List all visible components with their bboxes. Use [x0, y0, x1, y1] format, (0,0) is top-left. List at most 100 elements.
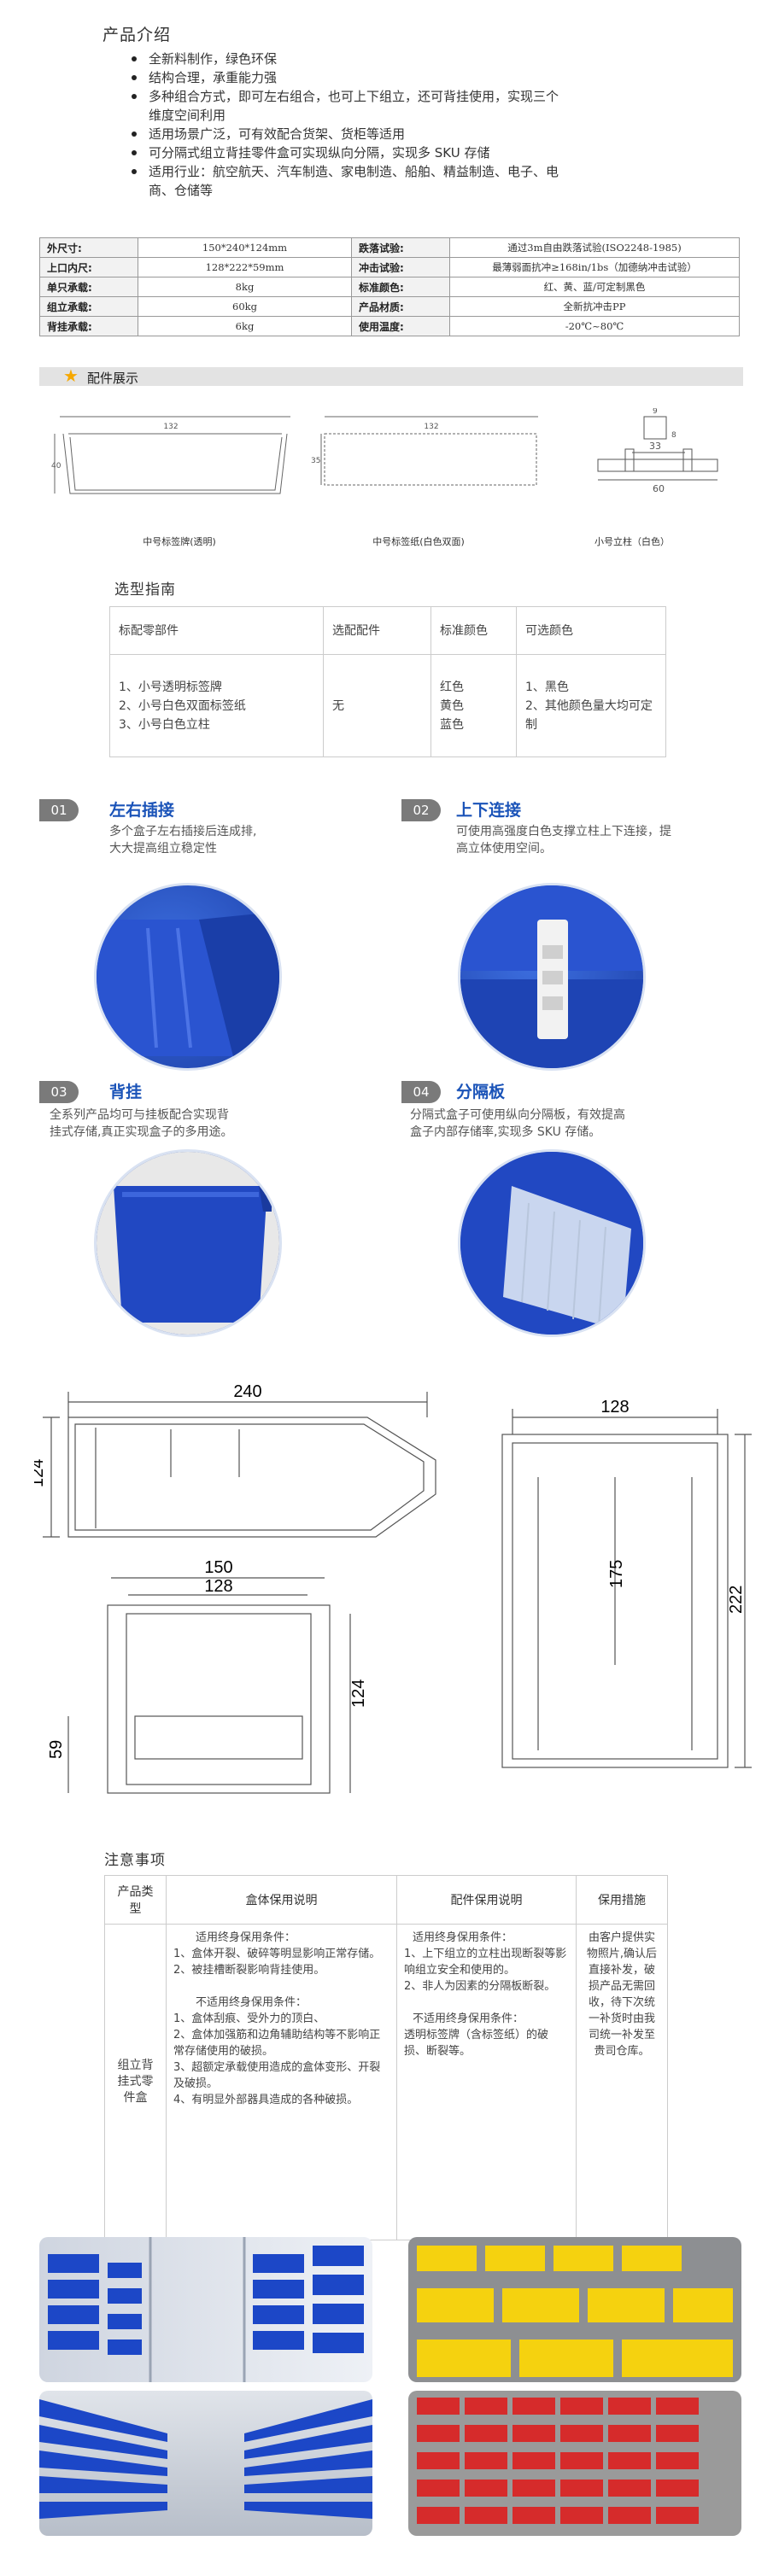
accessory-warranty-cell: 适用终身保用条件： 1、上下组立的立柱出现断裂等影响组立安全和使用的。 2、非人…	[396, 1924, 577, 2240]
front-lip-dim: 59	[47, 1740, 66, 1759]
warranty-line: 1、盒体刮痕、受外力的顶白、	[173, 2012, 325, 2025]
selection-cell: 红色 黄色 蓝色	[430, 654, 517, 757]
spec-row: 上口内尺: 128*222*59mm 冲击试验: 最薄弱面抗冲≥168in/1b…	[39, 257, 740, 277]
intro-bullet: 适用场景广泛，可有效配合货架、货柜等适用	[128, 125, 743, 143]
selection-header: 选配配件	[323, 606, 431, 655]
blue-bins-rack-photo	[48, 2237, 364, 2382]
warranty-line	[404, 1995, 569, 2011]
warranty-line: 不适用终身保用条件：	[196, 1996, 308, 2009]
warranty-line: 适用终身保用条件：	[413, 1931, 513, 1944]
top-inner-dim: 175	[607, 1560, 626, 1588]
notes-header: 配件保用说明	[396, 1875, 577, 1925]
feature-number: 02	[401, 799, 441, 821]
feature-image-divider	[458, 1149, 646, 1337]
feature-image-side-connect	[94, 883, 282, 1071]
feature-desc: 挂式存储,真正实现盒子的多用途。	[50, 1125, 233, 1139]
accessories-band: ★ 配件展示	[39, 365, 743, 386]
feature-desc: 大大提高组立稳定性	[109, 842, 217, 856]
spec-key: 标准颜色:	[351, 277, 450, 297]
selection-cell: 1、小号透明标签牌 2、小号白色双面标签纸 3、小号白色立柱	[109, 654, 324, 757]
warranty-line: 1、盒体开裂、破碎等明显影响正常存储。	[173, 1948, 381, 1960]
spec-value: 全新抗冲击PP	[449, 296, 740, 317]
selection-cell: 无	[323, 654, 431, 757]
feature-title: 上下连接	[456, 801, 522, 820]
spec-row: 背挂承载: 6kg 使用温度: -20℃~80℃	[39, 316, 740, 336]
front-view-drawing	[67, 1577, 351, 1794]
notes-header: 盒体保用说明	[166, 1875, 397, 1925]
intro-bullet: 多种组合方式，即可左右组合，也可上下组立，还可背挂使用，实现三个	[128, 87, 743, 106]
intro-bullet-list: 全新料制作，绿色环保 结构合理，承重能力强 多种组合方式，即可左右组合，也可上下…	[128, 50, 743, 200]
warranty-line: 2、盒体加强筋和边角辅助结构等不影响正常存储使用的破损。	[173, 2029, 381, 2058]
spec-row: 单只承载: 8kg 标准颜色: 红、黄、蓝/可定制黑色	[39, 277, 740, 297]
selection-header: 可选颜色	[516, 606, 666, 655]
spec-key: 单只承载:	[39, 277, 138, 297]
plate-height-dim: 40	[51, 462, 62, 470]
warranty-measures: 由客户提供实物照片,确认后直接补发，破损产品无需回收，待下次统一补货时由我司统一…	[576, 1924, 668, 2240]
feature-desc: 多个盒子左右插接后连成排,	[109, 825, 257, 838]
pillar-bottom-dim: 60	[653, 483, 665, 494]
selection-header-row: 标配零部件 选配配件 标准颜色 可选颜色	[109, 606, 666, 655]
warranty-line	[173, 1978, 390, 1995]
notes-table: 产品类型 盒体保用说明 配件保用说明 保用措施 组立背挂式零件盒 适用终身保用条…	[104, 1875, 668, 2240]
notes-header-row: 产品类型 盒体保用说明 配件保用说明 保用措施	[104, 1875, 668, 1925]
spec-key: 冲击试验:	[351, 257, 450, 277]
feature-number: 04	[401, 1081, 441, 1103]
notes-row: 组立背挂式零件盒 适用终身保用条件： 1、盒体开裂、破碎等明显影响正常存储。 2…	[104, 1924, 668, 2240]
side-height-dim: 124	[34, 1459, 47, 1487]
optional-color: 2、其他颜色量大均可定制	[525, 698, 653, 732]
color-item: 红色	[440, 680, 464, 694]
product-type: 组立背挂式零件盒	[104, 1924, 167, 2240]
yellow-bins-shelf-photo	[417, 2246, 733, 2377]
selection-header: 标准颜色	[430, 606, 517, 655]
selection-row: 1、小号透明标签牌 2、小号白色双面标签纸 3、小号白色立柱 无 红色 黄色 蓝…	[109, 654, 666, 757]
intro-bullet-continued: 维度空间利用	[149, 108, 226, 123]
spec-key: 使用温度:	[351, 316, 450, 336]
warranty-line: 适用终身保用条件：	[196, 1931, 296, 1944]
feature-title: 左右插接	[109, 801, 175, 820]
spec-key: 跌落试验:	[351, 237, 450, 258]
side-length-dim: 240	[233, 1382, 261, 1401]
back-hang-illustration	[97, 1152, 279, 1335]
accessory-drawings: 132 40 132 35 9 33 8 60	[51, 408, 718, 494]
warranty-line: 透明标签牌（含标签纸）的破损、断裂等。	[404, 2029, 549, 2058]
label-plate-drawing	[54, 416, 290, 494]
top-view-drawing	[501, 1409, 752, 1768]
spec-key: 外尺寸:	[39, 237, 138, 258]
spec-value: 60kg	[138, 296, 352, 317]
spec-key: 组立承载:	[39, 296, 138, 317]
selection-cell: 1、黑色 2、其他颜色量大均可定制	[516, 654, 666, 757]
warranty-line: 2、被挂槽断裂影响背挂使用。	[173, 1964, 325, 1977]
spec-value: 6kg	[138, 316, 352, 336]
feature-image-back-hang	[94, 1149, 282, 1337]
color-item: 蓝色	[440, 717, 464, 732]
intro-bullet: 可分隔式组立背挂零件盒可实现纵向分隔，实现多 SKU 存储	[128, 143, 743, 162]
side-view-drawing	[43, 1392, 436, 1538]
technical-drawings: 240 124 128 175 222 150 128 124 59	[34, 1382, 752, 1794]
warranty-line: 4、有明显外部器具造成的各种破损。	[173, 2094, 359, 2106]
spec-table: 外尺寸: 150*240*124mm 跌落试验: 通过3m自由跌落试验(ISO2…	[39, 237, 740, 336]
feature-desc: 分隔式盒子可使用纵向分隔板，有效提高	[410, 1108, 625, 1122]
aisle-photo	[39, 2391, 372, 2536]
feature-image-vertical-connect	[458, 883, 646, 1071]
blue-bins-aisle-photo	[39, 2399, 372, 2519]
feature-title: 分隔板	[456, 1083, 506, 1101]
warranty-line: 1、上下组立的立柱出现断裂等影响组立安全和使用的。	[404, 1948, 567, 1977]
spec-key: 产品材质:	[351, 296, 450, 317]
notes-title: 注意事项	[104, 1852, 166, 1869]
accessory-caption: 中号标签纸(白色双面)	[372, 536, 465, 547]
spec-value: 128*222*59mm	[138, 257, 352, 277]
box-side-connect-illustration	[97, 911, 279, 1056]
spec-row: 组立承载: 60kg 产品材质: 全新抗冲击PP	[39, 296, 740, 317]
label-paper-drawing	[320, 416, 538, 486]
feature-number: 01	[39, 799, 79, 821]
intro-bullet: 适用行业：航空航天、汽车制造、家电制造、船舶、精益制造、电子、电	[128, 162, 743, 181]
warranty-line: 不适用终身保用条件：	[413, 2012, 524, 2025]
pillar-drawing	[597, 416, 718, 481]
star-icon: ★	[63, 365, 79, 386]
spec-key: 上口内尺:	[39, 257, 138, 277]
intro-bullet-continued: 商、仓储等	[149, 183, 214, 198]
spec-value: 8kg	[138, 277, 352, 297]
yellow-bins-photo	[408, 2237, 741, 2382]
front-inner-dim: 128	[204, 1577, 232, 1596]
notes-header: 保用措施	[576, 1875, 668, 1925]
